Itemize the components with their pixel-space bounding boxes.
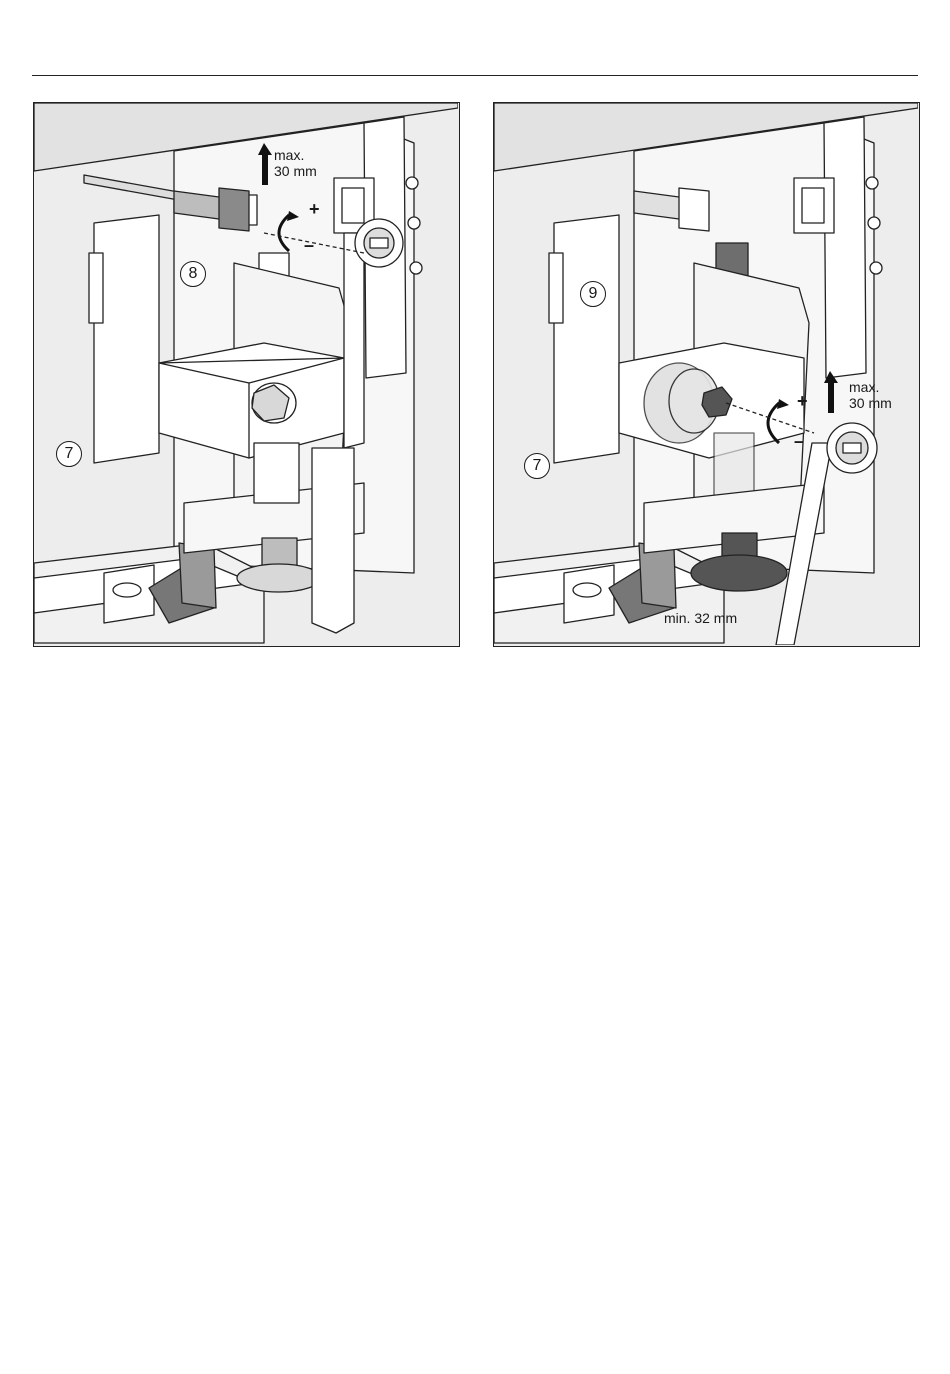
min-height-label: min. 32 mm [664, 610, 737, 626]
figure-adjust-height-wrench: max. 30 mm + – 8 7 [33, 102, 460, 647]
callout-7: 7 [524, 453, 550, 479]
figure-adjust-height-result: max. 30 mm + – min. 32 mm 9 7 [493, 102, 920, 647]
callout-8: 8 [180, 261, 206, 287]
rotation-plus-sign: + [309, 201, 320, 217]
header-rule [32, 75, 918, 76]
rotation-minus-sign: – [304, 237, 314, 253]
rotation-minus-sign: – [794, 433, 804, 449]
callout-7: 7 [56, 441, 82, 467]
max-height-label: max. 30 mm [849, 379, 892, 411]
callout-9: 9 [580, 281, 606, 307]
illustration-left [34, 103, 458, 645]
illustration-right [494, 103, 918, 645]
max-height-label: max. 30 mm [274, 147, 317, 179]
rotation-plus-sign: + [797, 393, 808, 409]
